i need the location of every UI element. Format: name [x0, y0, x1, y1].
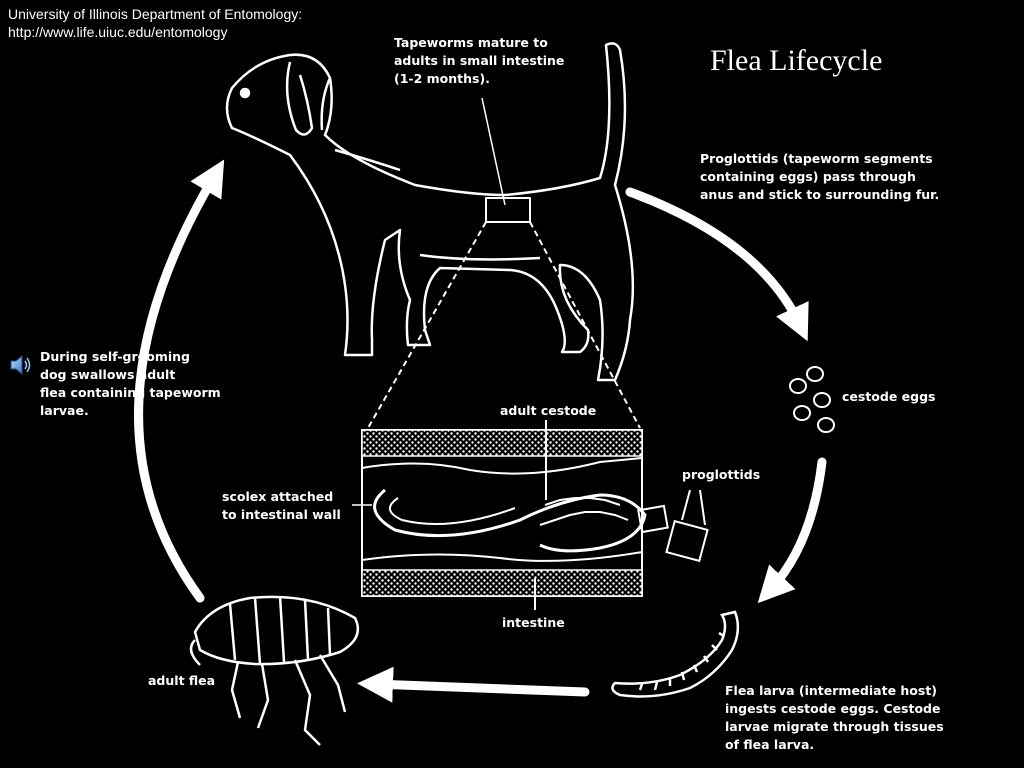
cycle-arrows	[134, 159, 827, 703]
arrow-larva-to-flea	[357, 666, 590, 703]
credit-line-2: http://www.life.uiuc.edu/entomology	[8, 24, 228, 40]
flea-larva	[611, 610, 740, 698]
proglottid-segments	[637, 489, 709, 563]
arrow-flea-to-dog	[134, 159, 225, 603]
zoom-lines	[367, 221, 641, 429]
arrow-eggs-to-larva	[757, 457, 827, 604]
credit-line-1: University of Illinois Department of Ent…	[8, 6, 303, 22]
label-adult-cestode: adult cestode	[500, 403, 597, 418]
label-cestode-eggs: cestode eggs	[842, 389, 936, 404]
label-tapeworms-mature: Tapeworms mature to adults in small inte…	[394, 35, 565, 86]
pointer-tapeworm	[481, 97, 506, 206]
label-intestine: intestine	[502, 615, 565, 630]
adult-flea	[189, 595, 360, 746]
intestine-section	[361, 420, 647, 610]
label-proglottids: proglottids	[682, 467, 761, 482]
arrow-dog-to-eggs	[625, 187, 809, 342]
cestode-eggs	[789, 366, 835, 433]
label-adult-flea: adult flea	[148, 673, 216, 688]
label-proglottids-pass: Proglottids (tapeworm segments containin…	[700, 151, 940, 202]
dog-outline	[225, 42, 635, 382]
speaker-icon[interactable]	[8, 352, 34, 378]
label-flea-larva: Flea larva (intermediate host) ingests c…	[725, 683, 944, 752]
source-credit: University of Illinois Department of Ent…	[8, 5, 302, 41]
slide-title: Flea Lifecycle	[710, 44, 883, 77]
label-scolex: scolex attached to intestinal wall	[222, 489, 341, 522]
label-self-grooming: During self-grooming dog swallows adult …	[40, 349, 221, 418]
